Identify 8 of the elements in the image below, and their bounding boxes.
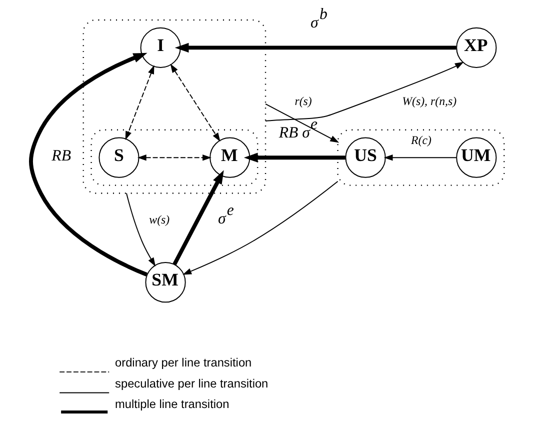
edge-label: w(s) bbox=[148, 212, 170, 227]
legend-label: ordinary per line transition bbox=[114, 356, 252, 370]
edge-label: R(c) bbox=[410, 132, 431, 147]
legend-label: speculative per line transition bbox=[114, 376, 268, 390]
edge-label: W(s), r(n,s) bbox=[402, 94, 456, 108]
edge-label: RB bbox=[51, 147, 71, 164]
legend-label: multiple line transition bbox=[114, 397, 229, 412]
edge-label: r(s) bbox=[294, 94, 312, 108]
